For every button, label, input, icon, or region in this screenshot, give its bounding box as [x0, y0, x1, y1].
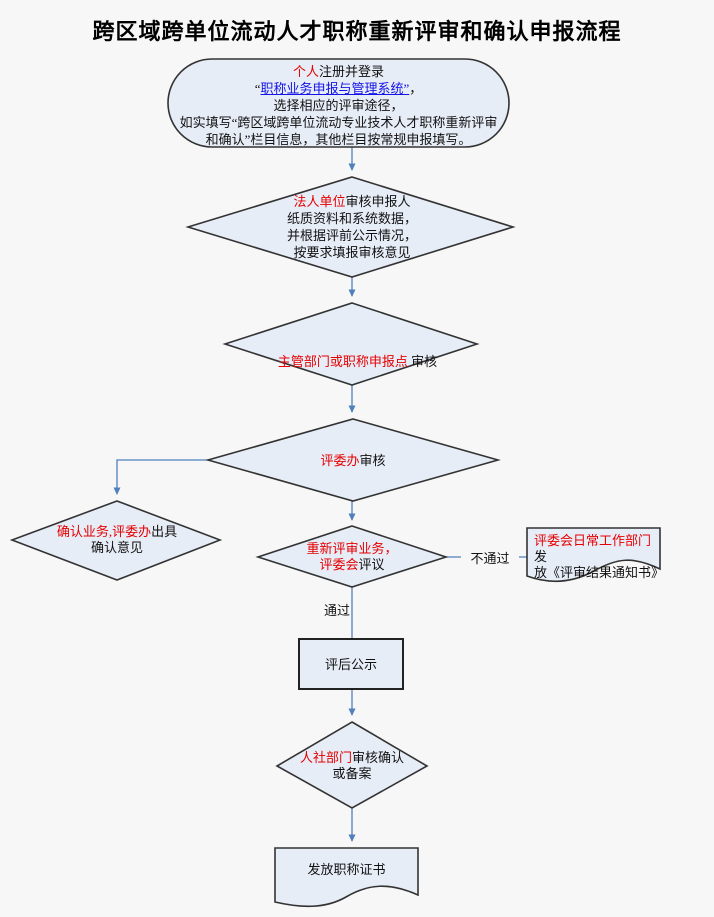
register-line-4: 如实填写“跨区域跨单位流动专业技术人才职称重新评审: [179, 115, 498, 130]
diamond-hr-confirm: [275, 721, 429, 809]
node-hr-confirm-text: 人社部门审核确认 或备案: [282, 750, 422, 782]
document-certificate: [274, 847, 419, 908]
register-actor: 个人: [292, 64, 319, 79]
committee-line-2: 评委会评议: [319, 557, 385, 572]
hr-line-2: 或备案: [332, 766, 372, 781]
diamond-dept-review: [222, 302, 480, 386]
document-result-notice: [526, 527, 661, 582]
notice-actor: 评委会日常工作部门: [534, 533, 652, 548]
node-office-review-text: 评委办审核: [320, 453, 386, 468]
unit-line-2: 纸质资料和系统数据，: [286, 211, 417, 226]
confirm-line-1: 确认业务,评委办出具: [56, 524, 178, 539]
node-result-notice-text: 评委会日常工作部门发 放《评审结果通知书》: [534, 533, 665, 581]
diamond-committee-review: [255, 525, 449, 588]
unit-line-3: 并根据评前公示情况，: [286, 228, 417, 243]
page-title: 跨区域跨单位流动人才职称重新评审和确认申报流程: [92, 19, 622, 44]
edge-office-to-confirm: [113, 459, 208, 495]
office-actor: 评委办: [320, 453, 360, 468]
confirm-actor: 确认业务,评委办: [56, 524, 152, 539]
node-certificate-text: 发放职称证书: [307, 862, 386, 877]
edge-label-fail: 不通过: [461, 548, 519, 567]
node-committee-review-text: 重新评审业务， 评委会评议: [262, 541, 442, 573]
register-line-3: 选择相应的评审途径，: [273, 98, 404, 113]
register-line-5: 和确认”栏目信息，其他栏目按常规申报填写。: [205, 132, 472, 147]
node-confirm-business-text: 确认业务,评委办出具 确认意见: [16, 524, 218, 556]
unit-line-4: 按要求填报审核意见: [293, 245, 411, 260]
unit-actor: 法人单位: [293, 194, 346, 209]
hr-line-1: 人社部门审核确认: [299, 750, 405, 765]
confirm-line-2: 确认意见: [90, 540, 143, 555]
unit-line-1: 法人单位审核申报人: [293, 194, 411, 209]
terminator-register: [167, 58, 510, 148]
hr-actor: 人社部门: [299, 750, 352, 765]
node-dept-review-text: 主管部门或职称申报点 审核: [277, 354, 438, 369]
notice-line-1: 评委会日常工作部门发: [534, 533, 652, 564]
register-line-2: “职称业务申报与管理系统”，: [254, 81, 423, 96]
node-register-text: 个人注册并登录 “职称业务申报与管理系统”， 选择相应的评审途径， 如实填写“跨…: [172, 63, 505, 148]
diamond-confirm-business: [9, 500, 223, 581]
process-publicity: [298, 638, 404, 690]
committee-line-1: 重新评审业务，: [306, 541, 398, 556]
node-unit-review-text: 法人单位审核申报人 纸质资料和系统数据， 并根据评前公示情况， 按要求填报审核意…: [207, 193, 497, 261]
diamond-unit-review: [185, 176, 516, 278]
dept-actor: 主管部门或职称申报点: [277, 354, 408, 369]
committee-actor: 评委会: [319, 557, 359, 572]
diamond-office-review: [205, 418, 501, 502]
system-link[interactable]: 职称业务申报与管理系统”: [260, 81, 410, 96]
register-line-1: 个人注册并登录: [292, 64, 385, 79]
node-publicity-text: 评后公示: [324, 657, 377, 672]
edge-label-pass: 通过: [323, 603, 350, 618]
notice-line-2: 放《评审结果通知书》: [534, 565, 665, 580]
